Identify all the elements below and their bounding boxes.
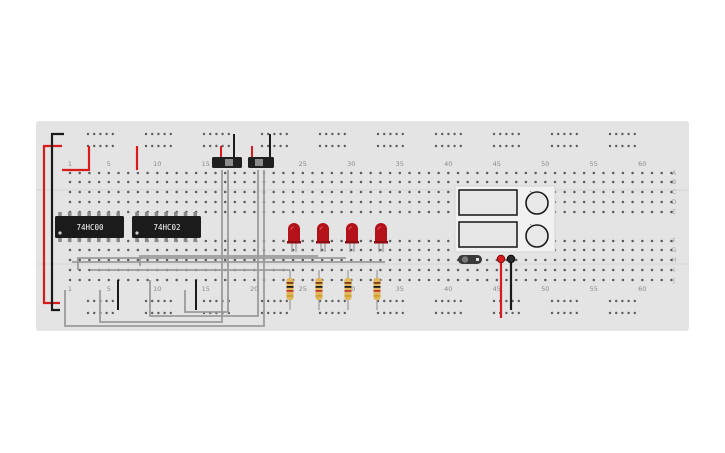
resistor-1[interactable] — [286, 270, 294, 310]
led-3[interactable] — [345, 223, 359, 252]
column-number: 1 — [68, 285, 72, 293]
column-number: 5 — [107, 285, 111, 293]
column-number: 45 — [493, 285, 501, 293]
chip-pin — [154, 212, 159, 216]
slide-switch-1[interactable] — [212, 157, 242, 168]
column-number: 10 — [153, 285, 161, 293]
chip-pin — [164, 238, 168, 242]
power-supply-module[interactable] — [454, 185, 556, 264]
chip-pin — [164, 212, 168, 216]
resistor-2[interactable] — [315, 270, 323, 310]
column-number: 35 — [396, 160, 404, 168]
signal-wire-4[interactable] — [184, 170, 229, 313]
chip-pin — [106, 238, 111, 242]
chip-pin — [97, 238, 101, 242]
column-number: 50 — [541, 160, 549, 168]
slide-switch-2[interactable] — [248, 157, 274, 168]
chip-pin — [116, 212, 120, 216]
chip-pin — [116, 238, 120, 242]
terminal-negative[interactable] — [506, 254, 516, 264]
chip-pin — [87, 212, 91, 216]
led-4[interactable] — [374, 223, 388, 252]
ic-chip-74hc02[interactable]: 74HC02 — [132, 212, 201, 242]
knob-upper[interactable] — [525, 191, 549, 215]
chip-pin — [67, 212, 72, 216]
row-label: F — [672, 238, 676, 245]
row-label: E — [672, 209, 676, 216]
row-label: G — [672, 247, 677, 254]
row-label: C — [672, 189, 676, 196]
chip-pin — [183, 212, 188, 216]
column-number: 45 — [493, 160, 501, 168]
resistor-3[interactable] — [344, 270, 352, 310]
column-number: 55 — [590, 285, 598, 293]
column-number: 30 — [347, 160, 355, 168]
row-label: I — [673, 267, 675, 274]
breadboard-holes — [68, 132, 673, 315]
resistor-group — [286, 270, 381, 310]
chip-pin — [77, 238, 82, 242]
jumper-red-top[interactable] — [62, 146, 91, 172]
signal-wire-6[interactable] — [77, 257, 346, 270]
led-1[interactable] — [287, 223, 301, 252]
led-2[interactable] — [316, 223, 330, 252]
column-number: 10 — [153, 160, 161, 168]
display-lower — [458, 221, 518, 248]
chip-pin — [135, 238, 139, 242]
signal-wire-1[interactable] — [64, 170, 265, 327]
column-number: 60 — [638, 160, 646, 168]
column-numbers-top: 151015202530354045505560 — [68, 160, 647, 168]
column-number: 55 — [590, 160, 598, 168]
column-number: 25 — [299, 285, 307, 293]
row-label: B — [672, 179, 676, 186]
chip-pin — [58, 212, 62, 216]
chip-pin — [87, 238, 91, 242]
chip-pin — [183, 238, 188, 242]
chip-pin — [154, 238, 159, 242]
knob-lower[interactable] — [525, 224, 549, 248]
signal-wire-2[interactable] — [99, 170, 223, 323]
chip-pin — [174, 238, 178, 242]
chip-pin — [135, 212, 139, 216]
column-number: 25 — [299, 160, 307, 168]
chip-pin — [67, 238, 72, 242]
column-number: 15 — [202, 160, 210, 168]
row-label: A — [672, 170, 677, 177]
chip-pin — [144, 212, 149, 216]
terminal-positive[interactable] — [496, 254, 506, 264]
chip-pin — [174, 212, 178, 216]
power-wire-black-left[interactable] — [50, 132, 64, 312]
column-number: 5 — [107, 160, 111, 168]
chip-pin — [77, 212, 82, 216]
row-label: D — [672, 199, 677, 206]
led-group — [287, 223, 388, 252]
signal-wires — [64, 170, 385, 327]
chip-pin — [193, 238, 197, 242]
resistor-4[interactable] — [373, 270, 381, 310]
signal-wire-7[interactable] — [139, 255, 318, 266]
chip-pin — [106, 212, 111, 216]
chip-pin — [97, 212, 101, 216]
column-number: 15 — [202, 285, 210, 293]
column-number: 40 — [444, 160, 452, 168]
chip-label-74hc00: 74HC00 — [76, 223, 104, 232]
column-number: 60 — [638, 285, 646, 293]
column-number: 20 — [250, 285, 258, 293]
chip-pin — [58, 238, 62, 242]
signal-wire-3[interactable] — [149, 170, 259, 317]
column-number: 50 — [541, 285, 549, 293]
column-number: 1 — [68, 160, 72, 168]
chip-pin — [193, 212, 197, 216]
row-label: J — [672, 277, 675, 284]
chip-pin — [144, 238, 149, 242]
ic-chip-74hc00[interactable]: 74HC00 — [55, 212, 124, 242]
column-number: 35 — [396, 285, 404, 293]
row-label: H — [672, 257, 677, 264]
column-number: 40 — [444, 285, 452, 293]
display-upper — [458, 189, 518, 216]
chip-label-74hc02: 74HC02 — [153, 223, 180, 232]
